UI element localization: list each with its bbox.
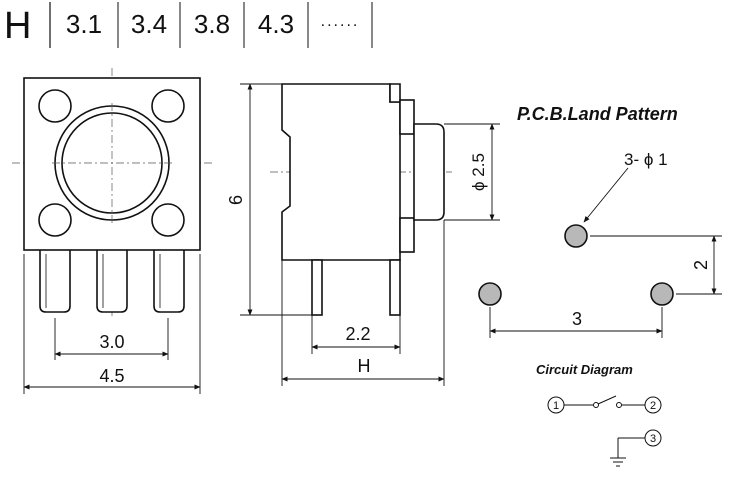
dim-pin-offset: 2.2	[345, 324, 370, 344]
height-more: ......	[321, 13, 360, 30]
dim-total-height: H	[358, 356, 371, 376]
dim-height: 6	[226, 195, 246, 205]
corner-boss-br	[151, 203, 185, 237]
pad-3	[650, 282, 674, 306]
corner-boss-tl	[38, 89, 72, 123]
switch-body-side	[281, 83, 401, 261]
circuit-pin-3: 3	[650, 433, 656, 445]
actuator-side	[413, 123, 445, 221]
height-value-4: 4.3	[258, 9, 294, 39]
corner-boss-tr	[151, 89, 185, 123]
circuit-title: Circuit Diagram	[536, 362, 633, 377]
pad-1	[564, 224, 588, 248]
dim-pin-pitch: 3.0	[99, 332, 124, 352]
height-symbol: H	[4, 5, 31, 47]
side-view: 6 ϕ 2.5 2.2 H	[226, 83, 500, 386]
top-view: 3.0 4.5	[12, 68, 212, 394]
corner-boss-bl	[38, 203, 72, 237]
height-value-2: 3.4	[131, 9, 167, 39]
hole-callout: 3- ϕ 1	[624, 150, 668, 169]
pcb-title: P.C.B.Land Pattern	[517, 104, 678, 124]
circuit-diagram: Circuit Diagram 1 2 3	[536, 362, 662, 467]
height-table: H 3.1 3.4 3.8 4.3 ......	[4, 2, 373, 48]
height-value-3: 3.8	[194, 9, 230, 39]
pcb-dim-vertical: 2	[691, 260, 711, 270]
pad-2	[478, 282, 502, 306]
circuit-pin-1: 1	[553, 400, 559, 412]
dim-body-width: 4.5	[99, 366, 124, 386]
height-value-1: 3.1	[66, 9, 102, 39]
pcb-dim-horizontal: 3	[572, 309, 582, 329]
ground-icon	[610, 457, 626, 467]
circuit-pin-2: 2	[650, 400, 656, 412]
pcb-land-pattern: P.C.B.Land Pattern 3- ϕ 1 2 3	[478, 104, 722, 338]
dim-actuator-dia: ϕ 2.5	[469, 153, 488, 191]
